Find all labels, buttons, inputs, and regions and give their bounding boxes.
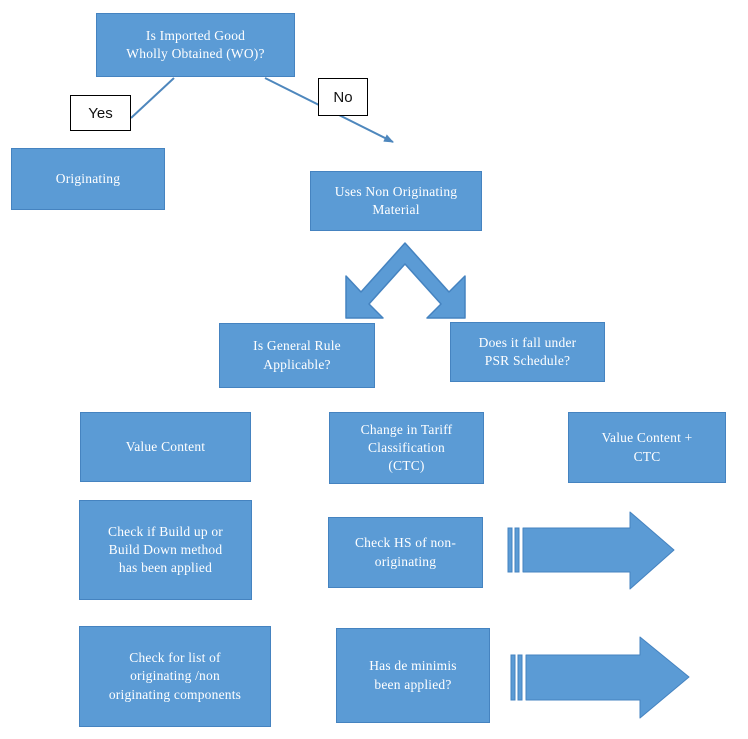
- node-ctc[interactable]: Change in Tariff Classification (CTC): [329, 412, 484, 484]
- node-originating[interactable]: Originating: [11, 148, 165, 210]
- edge-label-no: No: [318, 78, 368, 116]
- node-non-originating-material[interactable]: Uses Non Originating Material: [310, 171, 482, 231]
- node-build-method[interactable]: Check if Build up or Build Down method h…: [79, 500, 252, 600]
- striped-right-arrow-bottom: [510, 636, 690, 719]
- node-general-rule[interactable]: Is General Rule Applicable?: [219, 323, 375, 388]
- node-value-content[interactable]: Value Content: [80, 412, 251, 482]
- node-value-content-ctc[interactable]: Value Content + CTC: [568, 412, 726, 483]
- node-check-hs[interactable]: Check HS of non- originating: [328, 517, 483, 588]
- node-wholly-obtained[interactable]: Is Imported Good Wholly Obtained (WO)?: [96, 13, 295, 77]
- connector-yes: [130, 77, 175, 119]
- node-check-components[interactable]: Check for list of originating /non origi…: [79, 626, 271, 727]
- striped-right-arrow-top: [507, 511, 675, 590]
- bent-double-arrow-icon: [345, 242, 466, 319]
- node-psr-schedule[interactable]: Does it fall under PSR Schedule?: [450, 322, 605, 382]
- node-de-minimis[interactable]: Has de minimis been applied?: [336, 628, 490, 723]
- edge-label-yes: Yes: [70, 95, 131, 131]
